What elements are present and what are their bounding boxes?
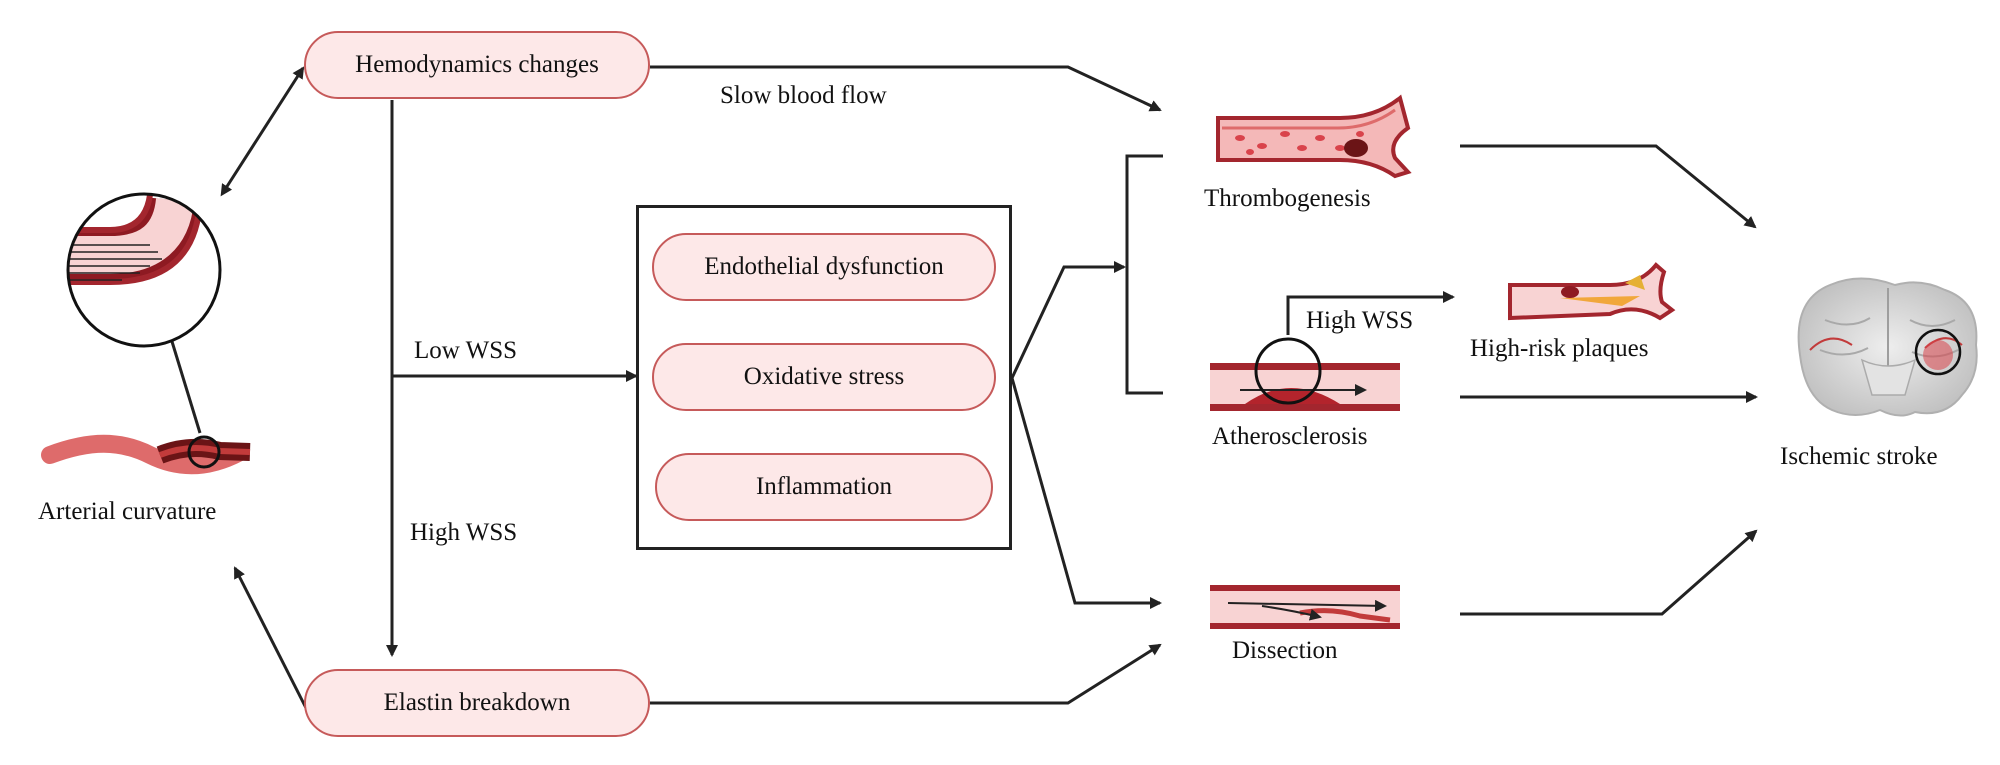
bracket-thrombo-athero — [1125, 154, 1163, 395]
curvature-zoom-marker — [187, 435, 221, 469]
mechanisms-box — [636, 205, 1012, 550]
arrow-elastin-curvature — [233, 566, 308, 709]
arrow-box-upper — [1010, 261, 1126, 379]
thrombus — [1344, 139, 1368, 157]
ischemic-stroke-label: Ischemic stroke — [1780, 443, 1938, 470]
wavy-artery — [41, 434, 249, 475]
high-wss-label-left: High WSS — [410, 519, 518, 546]
atherosclerosis-illustration — [1210, 337, 1400, 411]
arrow-high-wss-plaques — [1286, 291, 1455, 335]
thrombogenesis-label: Thrombogenesis — [1204, 185, 1371, 212]
atherosclerosis-label: Atherosclerosis — [1212, 423, 1368, 450]
thrombogenesis-illustration — [1216, 94, 1412, 179]
arrow-box-dissection — [1010, 377, 1162, 609]
brain-illustration — [1797, 277, 1978, 417]
arrow-thrombo-stroke — [1460, 144, 1757, 229]
arterial-curvature-illustration — [41, 192, 251, 475]
stroke-lesion-marker — [1914, 328, 1962, 376]
arrow-elastin-dissection — [650, 643, 1162, 705]
inflammation-node: Inflammation — [655, 453, 993, 521]
magnifier-line — [168, 334, 202, 434]
curvature-zoom-circle — [66, 192, 222, 348]
connectors — [168, 65, 1758, 709]
elastin-breakdown-node: Elastin breakdown — [304, 669, 650, 737]
slow-blood-flow-label: Slow blood flow — [720, 82, 887, 109]
arrow-curvature-hemodynamics — [220, 66, 305, 197]
endothelial-dysfunction-node: Endothelial dysfunction — [652, 233, 996, 301]
high-wss-label-right: High WSS — [1306, 307, 1414, 334]
arrow-dissection-stroke — [1460, 529, 1758, 616]
dissection-label: Dissection — [1232, 637, 1338, 664]
atherosclerosis-zoom-marker — [1254, 337, 1322, 405]
arterial-curvature-label: Arterial curvature — [38, 498, 217, 525]
low-wss-label: Low WSS — [414, 337, 518, 364]
arrow-hemodynamics-thrombogenesis — [650, 65, 1162, 112]
oxidative-stress-node: Oxidative stress — [652, 343, 996, 411]
hemodynamics-changes-node: Hemodynamics changes — [304, 31, 650, 99]
high-risk-plaques-label: High-risk plaques — [1470, 335, 1649, 362]
high-risk-plaques-illustration — [1508, 262, 1676, 321]
dissection-illustration — [1210, 585, 1400, 629]
